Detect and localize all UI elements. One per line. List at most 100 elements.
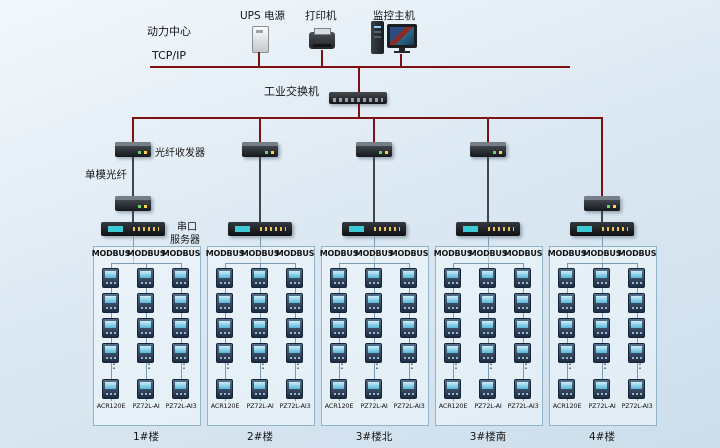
power-meter-icon bbox=[479, 343, 496, 363]
building-label: 1#楼 bbox=[133, 431, 159, 443]
power-meter-icon bbox=[251, 268, 268, 288]
power-meter-icon bbox=[558, 318, 575, 338]
ellipsis-dots: ⋮ bbox=[336, 357, 348, 371]
power-center-label: 动力中心 bbox=[147, 25, 191, 38]
fiber-drop-line bbox=[487, 119, 489, 142]
power-meter-icon bbox=[400, 318, 417, 338]
power-meter-icon bbox=[102, 268, 119, 288]
server-stub-line bbox=[260, 236, 261, 263]
meter-model-label: PZ72L-AI3 bbox=[393, 402, 425, 410]
power-meter-icon bbox=[286, 268, 303, 288]
meter-model-label: ACR120E bbox=[210, 402, 240, 410]
power-meter-icon bbox=[558, 293, 575, 313]
power-meter-icon bbox=[251, 343, 268, 363]
fiber-drop-line bbox=[259, 119, 261, 142]
power-meter-icon bbox=[514, 379, 531, 399]
server-stub-line bbox=[133, 236, 134, 263]
power-meter-icon bbox=[251, 379, 268, 399]
modbus-label: MODBUS bbox=[275, 249, 315, 258]
monitor-host-label: 监控主机 bbox=[373, 10, 415, 22]
serial-server-icon bbox=[456, 222, 520, 236]
power-meter-icon bbox=[593, 268, 610, 288]
power-meter-icon bbox=[330, 318, 347, 338]
fiber-transceiver-icon bbox=[242, 142, 278, 157]
building-label: 4#楼 bbox=[589, 431, 615, 443]
power-meter-icon bbox=[286, 318, 303, 338]
power-meter-icon bbox=[628, 268, 645, 288]
power-meter-icon bbox=[400, 379, 417, 399]
power-meter-icon bbox=[172, 379, 189, 399]
power-meter-icon bbox=[628, 379, 645, 399]
tcpip-bus-line bbox=[150, 66, 570, 68]
meter-model-label: PZ72L-AI bbox=[246, 402, 274, 410]
power-meter-icon bbox=[251, 293, 268, 313]
power-meter-icon bbox=[330, 268, 347, 288]
power-meter-icon bbox=[365, 343, 382, 363]
modbus-label: MODBUS bbox=[503, 249, 543, 258]
modbus-label: MODBUS bbox=[126, 249, 166, 258]
power-meter-icon bbox=[172, 268, 189, 288]
power-meter-icon bbox=[330, 343, 347, 363]
meter-model-label: PZ72L-AI bbox=[588, 402, 616, 410]
power-meter-icon bbox=[593, 318, 610, 338]
meter-model-label: PZ72L-AI bbox=[132, 402, 160, 410]
power-meter-icon bbox=[286, 293, 303, 313]
power-meter-icon bbox=[593, 379, 610, 399]
power-meter-icon bbox=[400, 268, 417, 288]
modbus-label: MODBUS bbox=[319, 249, 359, 258]
modbus-label: MODBUS bbox=[433, 249, 473, 258]
ellipsis-dots: ⋮ bbox=[143, 357, 155, 371]
power-meter-icon bbox=[172, 343, 189, 363]
meter-model-label: PZ72L-AI3 bbox=[621, 402, 653, 410]
device-link-line bbox=[132, 211, 134, 222]
switch-label: 工业交换机 bbox=[264, 85, 319, 98]
ellipsis-dots: ⋮ bbox=[450, 357, 462, 371]
switch-uplink-line bbox=[358, 68, 360, 92]
power-meter-icon bbox=[102, 318, 119, 338]
power-meter-icon bbox=[444, 268, 461, 288]
power-meter-icon bbox=[172, 318, 189, 338]
ellipsis-dots: ⋮ bbox=[292, 357, 304, 371]
power-meter-icon bbox=[102, 379, 119, 399]
ellipsis-dots: ⋮ bbox=[222, 357, 234, 371]
serial-server-label-line2: 服务器 bbox=[170, 235, 200, 246]
power-meter-icon bbox=[137, 343, 154, 363]
meter-model-label: ACR120E bbox=[438, 402, 468, 410]
power-meter-icon bbox=[365, 268, 382, 288]
meter-model-label: ACR120E bbox=[324, 402, 354, 410]
fiber-transceiver-label: 光纤收发器 bbox=[155, 148, 205, 159]
fiber-drop-line bbox=[373, 119, 375, 142]
pc-tower-icon bbox=[371, 21, 384, 54]
ellipsis-dots: ⋮ bbox=[178, 357, 190, 371]
meter-model-label: PZ72L-AI3 bbox=[507, 402, 539, 410]
server-stub-line bbox=[602, 236, 603, 263]
power-meter-icon bbox=[593, 343, 610, 363]
ellipsis-dots: ⋮ bbox=[406, 357, 418, 371]
power-meter-icon bbox=[286, 343, 303, 363]
modbus-label: MODBUS bbox=[389, 249, 429, 258]
power-meter-icon bbox=[330, 293, 347, 313]
fiber-drop-line bbox=[132, 119, 134, 142]
monitor-base bbox=[394, 51, 410, 53]
modbus-label: MODBUS bbox=[547, 249, 587, 258]
ellipsis-dots: ⋮ bbox=[108, 357, 120, 371]
serial-server-icon bbox=[570, 222, 634, 236]
fiber-drop-line bbox=[601, 119, 603, 196]
power-meter-icon bbox=[137, 379, 154, 399]
power-meter-icon bbox=[444, 318, 461, 338]
building-label: 3#楼北 bbox=[355, 431, 393, 443]
serial-server-icon bbox=[228, 222, 292, 236]
ups-icon bbox=[252, 26, 269, 53]
power-meter-icon bbox=[628, 343, 645, 363]
building-label: 3#楼南 bbox=[469, 431, 507, 443]
power-meter-icon bbox=[514, 268, 531, 288]
monitor-drop-line bbox=[400, 54, 402, 66]
monitor-screen bbox=[390, 27, 414, 45]
modbus-label: MODBUS bbox=[617, 249, 657, 258]
power-meter-icon bbox=[102, 293, 119, 313]
modbus-label: MODBUS bbox=[91, 249, 131, 258]
device-link-line bbox=[601, 211, 603, 222]
power-meter-icon bbox=[251, 318, 268, 338]
device-link-line bbox=[487, 157, 489, 222]
distribution-bus-line bbox=[132, 117, 603, 119]
